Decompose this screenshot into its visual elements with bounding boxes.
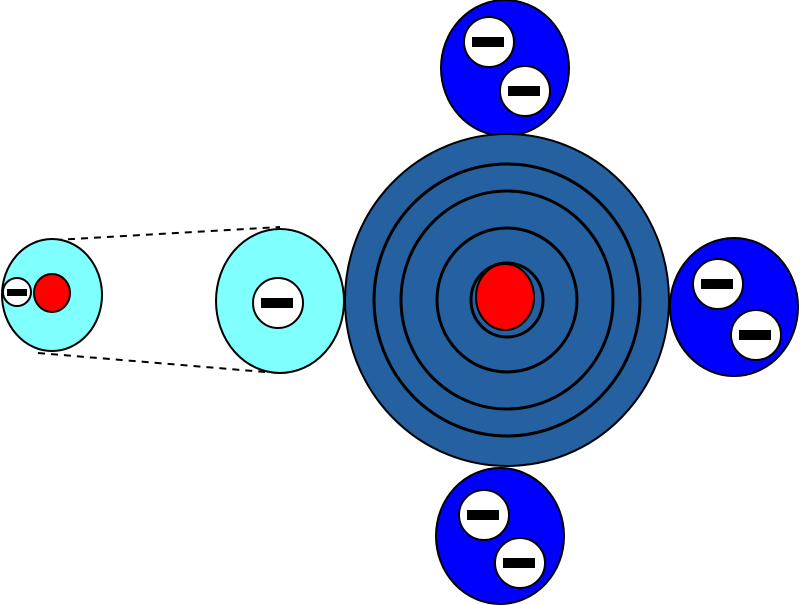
negative-charge-icon (508, 86, 540, 96)
partner-atom-nucleus (33, 273, 71, 313)
lone-pair-orbital-lobe (669, 237, 799, 377)
negative-charge-icon (472, 37, 504, 47)
negative-charge-icon (739, 330, 771, 340)
negative-charge-icon (7, 289, 27, 296)
central-atom (344, 133, 670, 467)
partner-atom (1, 238, 103, 352)
negative-charge-icon (701, 279, 733, 289)
negative-charge-icon (467, 510, 499, 520)
central-atom-nucleus (475, 263, 535, 331)
negative-charge-icon (261, 298, 293, 308)
bonding-orbital (215, 228, 345, 374)
lone-pair-orbital-top (440, 0, 570, 137)
lone-pair-orbital-lobe (435, 467, 565, 605)
lone-pair-orbital-right (669, 237, 799, 377)
lone-pair-orbital-lobe (440, 0, 570, 137)
projection-line-bottom (37, 352, 266, 373)
projection-line-top (54, 226, 281, 241)
lone-pair-orbital-bottom (435, 467, 565, 605)
negative-charge-icon (503, 558, 535, 568)
